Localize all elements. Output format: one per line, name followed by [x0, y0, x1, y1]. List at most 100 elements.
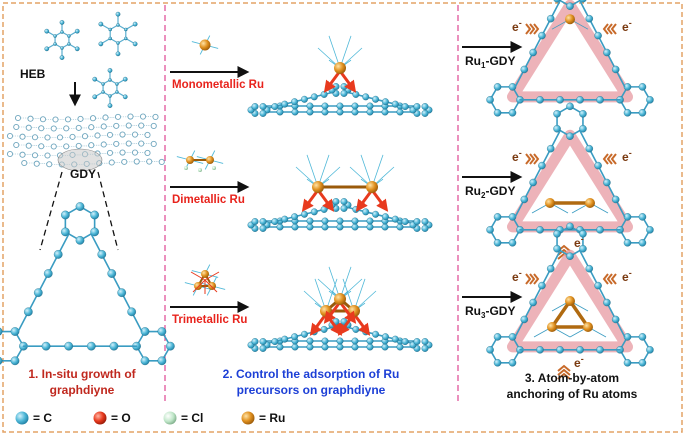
heb-molecule-1-atom — [44, 46, 50, 52]
gdy-unit-panel1-chain-l-atom — [53, 250, 63, 259]
gdy-unit-panel1-ring-left-atom — [10, 356, 20, 366]
slab-dimetallic-corner-0 — [259, 218, 267, 225]
gdy-unit-panel1-chain-b-atom — [109, 341, 119, 351]
co-ligand — [204, 279, 218, 293]
electron-right-row3: e- — [622, 268, 632, 284]
gdy-unit-row2-chain-l-atom — [520, 195, 529, 204]
precursor-dimetallic — [176, 150, 224, 172]
electron-bottom-row2: e- — [574, 234, 584, 250]
gdy-unit-row1-chain-r-atom — [594, 31, 602, 40]
slab-monometallic-corner-2 — [332, 83, 340, 90]
ru-atom — [334, 293, 346, 305]
gdy-unit-panel1-ring-top-atom — [90, 227, 99, 237]
co-ligand — [204, 271, 220, 281]
label-row3-gdy: Ru3-GDY — [465, 304, 515, 320]
slab-dimetallic-right-edge-atom — [391, 215, 399, 223]
gdy-unit-row1-chain-l-atom — [546, 14, 555, 23]
slab-dimetallic-edge-1-atom — [306, 217, 314, 225]
slab-monometallic-left-edge-atom — [310, 93, 318, 101]
slab-monometallic-right-edge-atom — [391, 100, 399, 108]
slab-dimetallic-right-edge-atom — [362, 208, 370, 216]
legend-label-2: = Cl — [181, 411, 203, 425]
gdy-unit-row3-chain-l-atom — [538, 281, 546, 290]
gdy-unit-row3-chain-r-atom — [603, 298, 611, 307]
heb-molecule-1-atom — [74, 46, 80, 52]
heb-molecule-3-atom — [92, 76, 98, 82]
gdy-unit-panel1-ring-right-atom — [166, 341, 175, 351]
gdy-sheet-ring — [127, 113, 134, 120]
slab-dimetallic-corner-2 — [340, 205, 348, 212]
gdy-unit-panel1-chain-l-atom — [43, 269, 53, 278]
gdy-sheet-ring — [106, 131, 114, 138]
gdy-unit-panel1-ring-top-atom — [75, 202, 85, 211]
gdy-sheet-ring — [39, 116, 47, 123]
gdy-sheet-ring — [75, 142, 82, 149]
slab-dimetallic-edge-1-atom — [321, 217, 329, 225]
cage-dimetallic — [295, 154, 395, 188]
precursor-monometallic — [191, 35, 219, 55]
gdy-sheet-ring — [158, 158, 165, 165]
electron-flow-left-row1 — [529, 23, 536, 35]
adsorption-arrow — [370, 189, 389, 212]
gdy-unit-row1-ring-left-atom — [486, 96, 494, 104]
electron-flow-right-row2 — [602, 153, 609, 165]
adsorption-arrow — [323, 301, 342, 324]
heb-molecule-3-atom — [101, 82, 105, 86]
heb-molecule-2-atom — [98, 21, 104, 27]
gdy-sheet-ring — [6, 150, 14, 158]
electron-flow-bottom-row3 — [557, 372, 571, 380]
gdy-sheet-ring — [146, 158, 153, 165]
ru-atom — [201, 270, 209, 278]
heb-molecule-3-atom — [115, 82, 119, 86]
heb-molecule-2-atom — [116, 41, 120, 45]
gdy-unit-row1-ring-right-atom — [638, 83, 647, 91]
gdy-sheet-ring — [100, 141, 107, 148]
gdy-unit-row1-chain-r-atom — [611, 65, 620, 74]
slab-dimetallic-left-edge-atom — [291, 213, 299, 221]
gdy-sheet-ring — [13, 141, 20, 149]
slab-dimetallic-right-edge-atom — [372, 210, 380, 218]
ru-atom — [545, 198, 555, 208]
gdy-sheet-ring — [138, 140, 145, 147]
heb-molecule-1-atom — [59, 20, 65, 25]
gdy-unit-row2-chain-r-atom — [611, 195, 620, 204]
slab-monometallic-corner-1 — [413, 103, 421, 110]
gdy-unit-row3-ring-right-atom — [638, 359, 647, 367]
gdy-sheet-ring — [138, 122, 145, 129]
gdy-sheet-ring — [100, 123, 107, 130]
gdy-unit-panel1-chain-l-atom — [23, 307, 33, 317]
gdy-unit-row3-chain-b-atom — [536, 346, 544, 354]
slab-dimetallic-right-edge-atom — [401, 218, 409, 226]
heb-molecule-3-atom — [108, 78, 112, 82]
legend-label-0: = C — [33, 411, 52, 425]
gdy-unit-row3-chain-l-atom — [546, 264, 555, 273]
slab-dimetallic-left-edge-atom — [320, 205, 328, 213]
slab-dimetallic-edge-0-atom — [366, 223, 374, 231]
slab-dimetallic-left-edge-atom — [300, 210, 308, 218]
ru-atom — [312, 181, 324, 193]
gdy-unit-panel1-ring-top-atom — [90, 210, 99, 220]
slab-monometallic-edge-0-atom — [396, 108, 404, 116]
gdy-unit-panel1-ring-left-atom — [0, 327, 3, 336]
slab-monometallic-left-edge-atom — [271, 103, 279, 111]
slab-monometallic-edge-0-atom — [336, 108, 344, 116]
slab-dimetallic-edge-0-atom — [321, 223, 329, 231]
gdy-sheet-ring — [139, 113, 147, 120]
slab-monometallic-edge-0-atom — [366, 108, 374, 116]
slab-dimetallic-corner-2 — [332, 198, 340, 205]
slab-monometallic-corner-1 — [421, 103, 429, 110]
gdy-unit-row3-chain-l-atom — [520, 315, 529, 324]
slab-trimetallic-right-edge-atom — [401, 338, 409, 346]
slab-monometallic-edge-1-atom — [366, 102, 374, 110]
adsorption-arrow — [338, 70, 357, 93]
electron-flow-right-row3 — [602, 273, 609, 285]
gdy-unit-row1-chain-r-bond — [579, 0, 626, 88]
gdy-sheet-ring — [77, 115, 84, 122]
label-trimetallic: Trimetallic Ru — [172, 314, 247, 326]
gdy-unit-row1-ring-right-atom — [646, 96, 654, 104]
label-monometallic: Monometallic Ru — [172, 79, 264, 91]
gdy-unit-row2-chain-l-atom — [538, 161, 546, 170]
gdy-sheet-ring — [46, 161, 53, 168]
